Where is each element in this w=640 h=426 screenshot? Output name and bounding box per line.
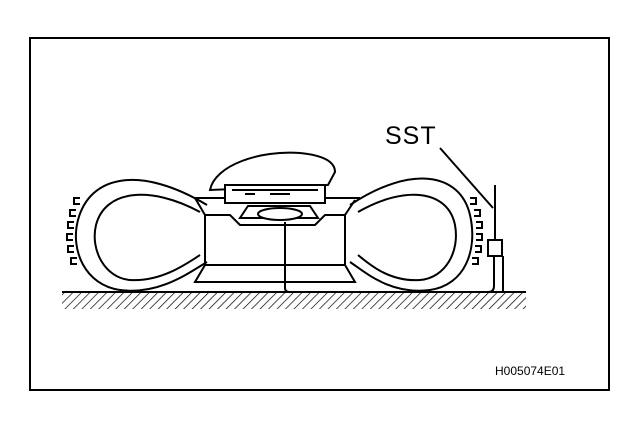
sst-label: SST <box>385 122 437 150</box>
ground <box>62 291 526 309</box>
figure-frame <box>29 37 610 391</box>
sst-leader-line <box>439 147 494 209</box>
sst-wire <box>284 185 504 293</box>
figure-code: H005074E01 <box>495 364 566 378</box>
tire-right <box>349 177 483 292</box>
valve-sensor <box>208 151 337 221</box>
tire-left <box>66 178 208 292</box>
